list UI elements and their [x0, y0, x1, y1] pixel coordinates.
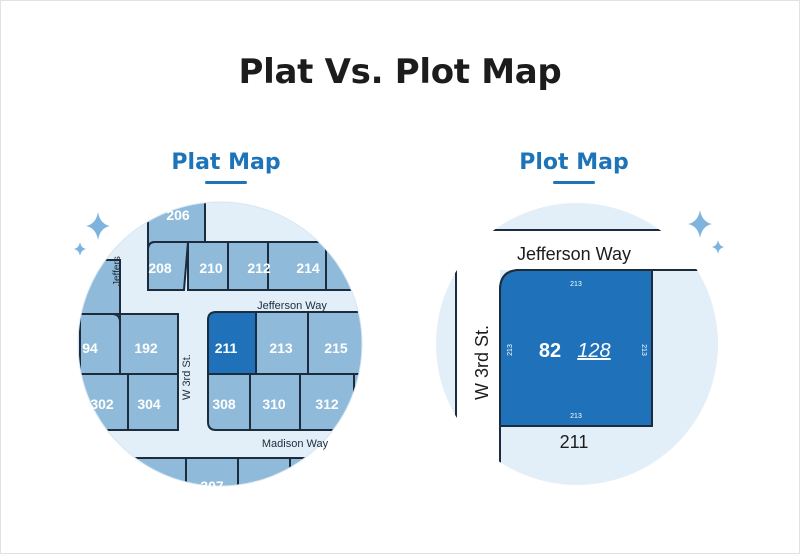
neighbor-lot-211-label: 211 [560, 432, 589, 452]
plat-map-heading-text: Plat Map [171, 150, 281, 175]
sparkle-icon [688, 210, 724, 254]
lot-214-label: 214 [296, 260, 320, 276]
madison-way-street-label: Madison Way [262, 438, 329, 450]
lot-312-label: 312 [315, 396, 339, 412]
plat-map-heading: Plat Map [106, 150, 346, 184]
lot-94-label: 94 [82, 340, 98, 356]
lot-208-label: 208 [148, 260, 172, 276]
plot-w3rd-street-label: W 3rd St. [472, 325, 492, 400]
lot-308-label: 308 [212, 396, 236, 412]
lot-307-label: 307 [200, 478, 224, 494]
lot-210-label: 210 [199, 260, 223, 276]
lot-304-label: 304 [137, 396, 161, 412]
lot-304 [127, 373, 179, 431]
plot-map: Jefferson Way W 3rd St. 211 82 128 213 2… [436, 203, 718, 485]
lot-215-label: 215 [324, 340, 348, 356]
lot-307 [185, 457, 239, 486]
lot-213-label: 213 [269, 340, 293, 356]
lot-215 [307, 311, 362, 375]
jefferson-way-street-label: Jefferson Way [257, 300, 327, 312]
plot-jefferson-way-label: Jefferson Way [517, 244, 631, 264]
w3rd-street-label: W 3rd St. [181, 354, 193, 400]
lot-206-label: 206 [166, 207, 190, 223]
page-title: Plat Vs. Plot Map [238, 52, 562, 92]
lot-309-label: 309 [252, 478, 276, 494]
lot-number-82: 82 [539, 340, 561, 362]
lot-212-label: 212 [247, 260, 271, 276]
lot-number-128: 128 [577, 340, 610, 362]
lot-213 [255, 311, 309, 375]
lot-211-label: 211 [215, 340, 238, 356]
plat-map-outline [77, 201, 363, 487]
plat-map: 206 208 210 212 214 94 192 211 213 215 3… [77, 201, 363, 494]
lot-302-label: 302 [90, 396, 114, 412]
sparkle-icon [74, 212, 110, 256]
dimension-bottom: 213 [570, 413, 582, 420]
lot-210 [187, 241, 229, 291]
dimension-right: 213 [640, 344, 647, 356]
plot-lot-82 [499, 269, 653, 427]
lot-212 [227, 241, 269, 291]
dimension-top: 213 [570, 281, 582, 288]
lot-308 [207, 373, 251, 431]
plot-map-underline [553, 181, 595, 184]
lot-216 [325, 241, 362, 291]
lot-208 [147, 241, 190, 291]
plot-map-heading-text: Plot Map [519, 150, 629, 175]
jefferson-clipped-street-label: Jeffers [112, 256, 123, 286]
plot-map-heading: Plot Map [454, 150, 694, 184]
lot-192-label: 192 [134, 340, 158, 356]
lot-310-label: 310 [262, 396, 286, 412]
dimension-left: 213 [507, 344, 514, 356]
lot-192 [119, 313, 179, 375]
plat-map-underline [205, 181, 247, 184]
